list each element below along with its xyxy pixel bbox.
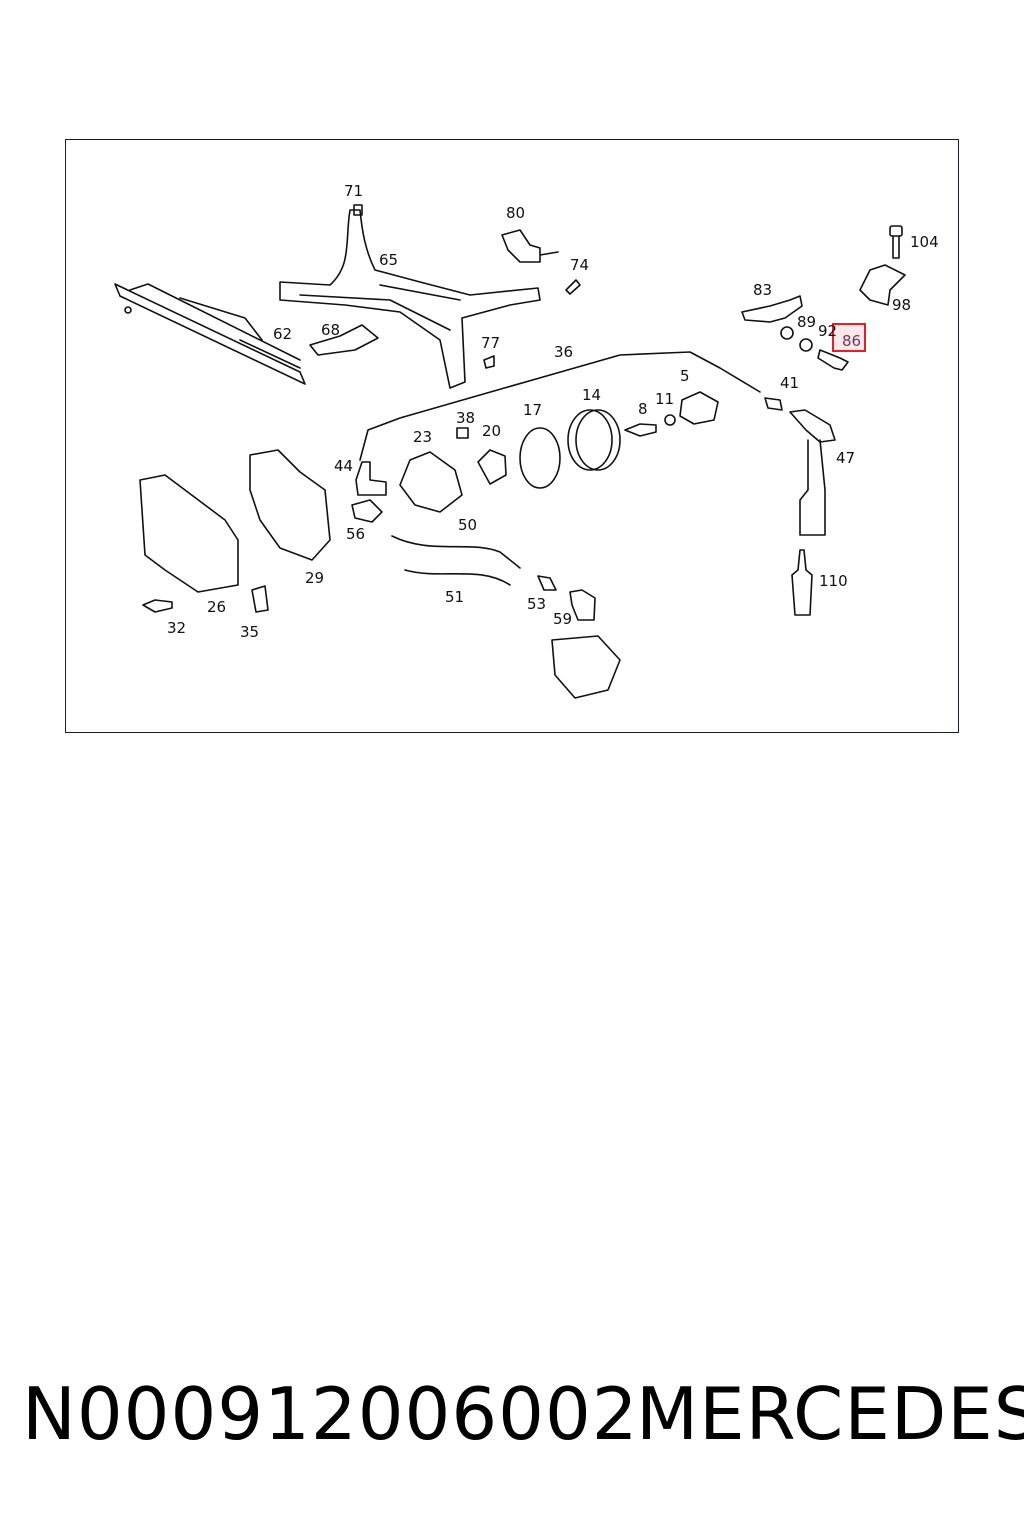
part-label-5: 5: [680, 367, 690, 385]
part-26-cover: [139, 474, 239, 593]
part-label-53: 53: [527, 595, 547, 613]
part-label-56: 56: [346, 525, 366, 543]
part-74: [565, 279, 581, 295]
part-label-23: 23: [413, 428, 433, 446]
part-41: [764, 397, 783, 411]
part-label-44: 44: [334, 457, 354, 475]
part-label-86: 86: [842, 332, 862, 350]
part-98-bracket: [859, 264, 906, 306]
part-label-26: 26: [207, 598, 227, 616]
part-50-hose: [391, 535, 521, 569]
part-label-51: 51: [445, 588, 465, 606]
part-label-41: 41: [780, 374, 800, 392]
part-38: [456, 427, 469, 439]
caption: N000912006002 MERCEDES: [0, 1378, 1024, 1468]
part-77: [483, 355, 495, 369]
part-label-68: 68: [321, 321, 341, 339]
caption-part-number: N000912006002: [22, 1372, 639, 1456]
part-label-14: 14: [582, 386, 602, 404]
highlight-box: [832, 323, 866, 352]
part-label-110: 110: [819, 572, 848, 590]
part-label-38: 38: [456, 409, 476, 427]
part-20: [477, 449, 507, 485]
part-53: [537, 575, 557, 591]
part-35: [251, 585, 269, 613]
part-label-74: 74: [570, 256, 590, 274]
part-80-bracket: [501, 229, 559, 263]
part-label-92: 92: [818, 322, 838, 340]
part-47-coil-boot: [789, 409, 836, 536]
part-label-62: 62: [273, 325, 293, 343]
part-label-36: 36: [554, 343, 574, 361]
part-11-washer: [664, 414, 676, 426]
part-label-35: 35: [240, 623, 260, 641]
part-59: [569, 589, 596, 621]
part-14-cap: [567, 409, 621, 471]
part-104-bolt: [889, 225, 903, 259]
part-label-50: 50: [458, 516, 478, 534]
part-label-104: 104: [910, 233, 939, 251]
part-label-98: 98: [892, 296, 912, 314]
part-23-distributor: [399, 451, 463, 513]
part-51-hose: [404, 569, 511, 586]
part-label-47: 47: [836, 449, 856, 467]
part-5: [679, 391, 719, 425]
part-label-71: 71: [344, 182, 364, 200]
part-56: [351, 499, 383, 523]
part-8-screw: [624, 423, 657, 437]
part-29-housing: [249, 449, 331, 561]
part-36-cable: [359, 351, 761, 461]
part-86-bolt: [817, 349, 849, 371]
part-44: [355, 461, 387, 496]
caption-brand: MERCEDES: [636, 1372, 1024, 1456]
part-65-manifold: [279, 204, 541, 389]
part-label-65: 65: [379, 251, 399, 269]
part-83-bracket: [741, 295, 803, 323]
part-92-washer: [799, 338, 813, 352]
part-label-80: 80: [506, 204, 526, 222]
part-label-11: 11: [655, 390, 675, 408]
diagram-frame: [65, 139, 959, 733]
part-label-8: 8: [638, 400, 648, 418]
part-110-spark-plug: [791, 549, 813, 616]
part-89-washer: [780, 326, 794, 340]
part-68-shield: [309, 324, 379, 356]
part-label-83: 83: [753, 281, 773, 299]
part-label-32: 32: [167, 619, 187, 637]
part-label-17: 17: [523, 401, 543, 419]
part-label-89: 89: [797, 313, 817, 331]
part-label-77: 77: [481, 334, 501, 352]
part-label-29: 29: [305, 569, 325, 587]
part-32-bolt: [142, 599, 173, 613]
part-label-20: 20: [482, 422, 502, 440]
part-62-rail: [114, 283, 306, 385]
part-17-ring: [519, 427, 561, 489]
exploded-parts-drawing: [114, 204, 906, 699]
lower-canister: [551, 635, 621, 699]
part-label-59: 59: [553, 610, 573, 628]
